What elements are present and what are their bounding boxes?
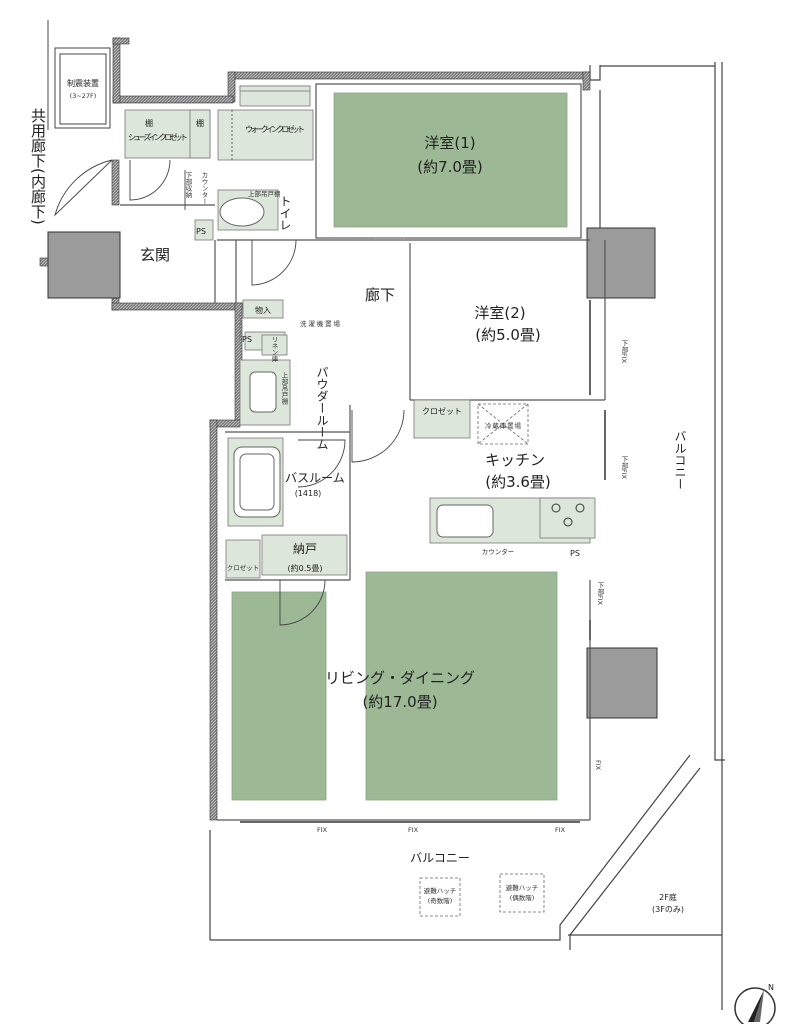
counter-label: カウンター: [200, 172, 208, 205]
ps1-label: PS: [196, 227, 206, 236]
ps3-label: PS: [570, 549, 580, 558]
shelf-label: 棚: [145, 118, 153, 128]
balcony-bottom-label: バルコニー: [410, 851, 470, 865]
hatch2-label: 避難ハッチ: [506, 883, 539, 892]
room-living-floor-left: [231, 591, 327, 801]
fix-mark-2: FIX: [408, 826, 419, 834]
room-western1-name: 洋室(1): [424, 134, 475, 152]
room-entrance-name: 玄関: [140, 246, 170, 264]
garden-sub-label: (3Fのみ): [652, 905, 684, 914]
hatch2-sub-label: (偶数階): [510, 893, 535, 902]
shelf2-label: 棚: [196, 118, 204, 128]
room-living-floor-right: [365, 571, 558, 801]
room-western2-name: 洋室(2): [474, 304, 525, 322]
compass-icon: [734, 987, 776, 1024]
window-lines: [240, 300, 606, 823]
fix-dist-3: 下部FIX: [596, 582, 604, 606]
room-fills: [231, 92, 568, 801]
linen-label: リネン庫: [270, 336, 278, 363]
fridge-label: 冷蔵庫置場: [485, 421, 522, 430]
room-kitchen-name: キッチン: [485, 451, 545, 469]
room-kitchen-area: (約3.6畳): [485, 473, 551, 491]
common-corridor-label: 共用廊下(内廊下): [29, 108, 47, 225]
kitchen-sink: [436, 504, 494, 538]
washer-label: 洗濯機置場: [300, 319, 341, 328]
closet-small-label: クロゼット: [227, 563, 260, 572]
toilet-bowl: [219, 197, 265, 227]
room-living-name: リビング・ダイニング: [325, 669, 475, 687]
sliding-doors: [231, 110, 411, 340]
hatch1-sub-label: (奇数階): [428, 896, 453, 905]
garden-label: 2F庭: [659, 892, 677, 902]
hatch1-label: 避難ハッチ: [424, 886, 457, 895]
door-swings: [54, 159, 405, 626]
room-western1-floor: [333, 92, 568, 228]
room-hallway-name: 廊下: [365, 286, 395, 304]
upper-shelf-label: 上部吊戸棚: [280, 371, 288, 406]
counter-kitchen-label: カウンター: [482, 547, 515, 556]
room-storage-area: (約0.5畳): [288, 563, 323, 573]
room-western1-area: (約7.0畳): [417, 158, 483, 176]
fridge-mark: [477, 403, 529, 445]
fix-dist-2: 下部FIX: [620, 456, 628, 480]
room-bathroom-name: バスルーム: [285, 471, 345, 485]
interior-walls: [120, 83, 606, 821]
balcony-right-label: バルコニー: [673, 430, 687, 490]
fix-mark-4: FIX: [594, 760, 602, 771]
room-western2-area: (約5.0畳): [475, 326, 541, 344]
balcony-outline: [209, 62, 725, 1010]
fix-dist-1: 下部FIX: [620, 340, 628, 364]
room-storage-name: 納戸: [293, 542, 317, 556]
storage-in-label: 物入: [255, 305, 271, 315]
stove-burners-icon: [551, 503, 585, 527]
shoe-closet-label: シューズインクロゼット: [128, 132, 188, 142]
wash-basin: [249, 371, 277, 413]
fix-mark-3: FIX: [555, 826, 566, 834]
closet-label: クロゼット: [422, 406, 462, 416]
fix-mark-1: FIX: [317, 826, 328, 834]
damper-room: [47, 20, 111, 130]
north-mark: N: [768, 983, 774, 992]
upper-cabinet-label: 上部吊戸棚: [248, 189, 281, 198]
unit-walls: [39, 37, 591, 821]
room-toilet-name: トイレ: [278, 195, 292, 231]
ps2-label: PS: [242, 335, 252, 344]
room-powder-name: パウダールーム: [315, 366, 329, 450]
room-living-area: (約17.0畳): [362, 693, 437, 711]
lower-cabinet-label: 下部収納: [184, 172, 192, 200]
escape-hatches: [419, 873, 545, 917]
damper-label: 制震装置: [67, 78, 99, 88]
room-bathroom-size: (1418): [295, 489, 322, 498]
walk-in-closet-label: ウォークインクロゼット: [245, 124, 305, 134]
columns: [47, 227, 658, 719]
sanitary-fixtures: [219, 197, 494, 538]
damper-floors-label: (3~27F): [70, 92, 97, 100]
